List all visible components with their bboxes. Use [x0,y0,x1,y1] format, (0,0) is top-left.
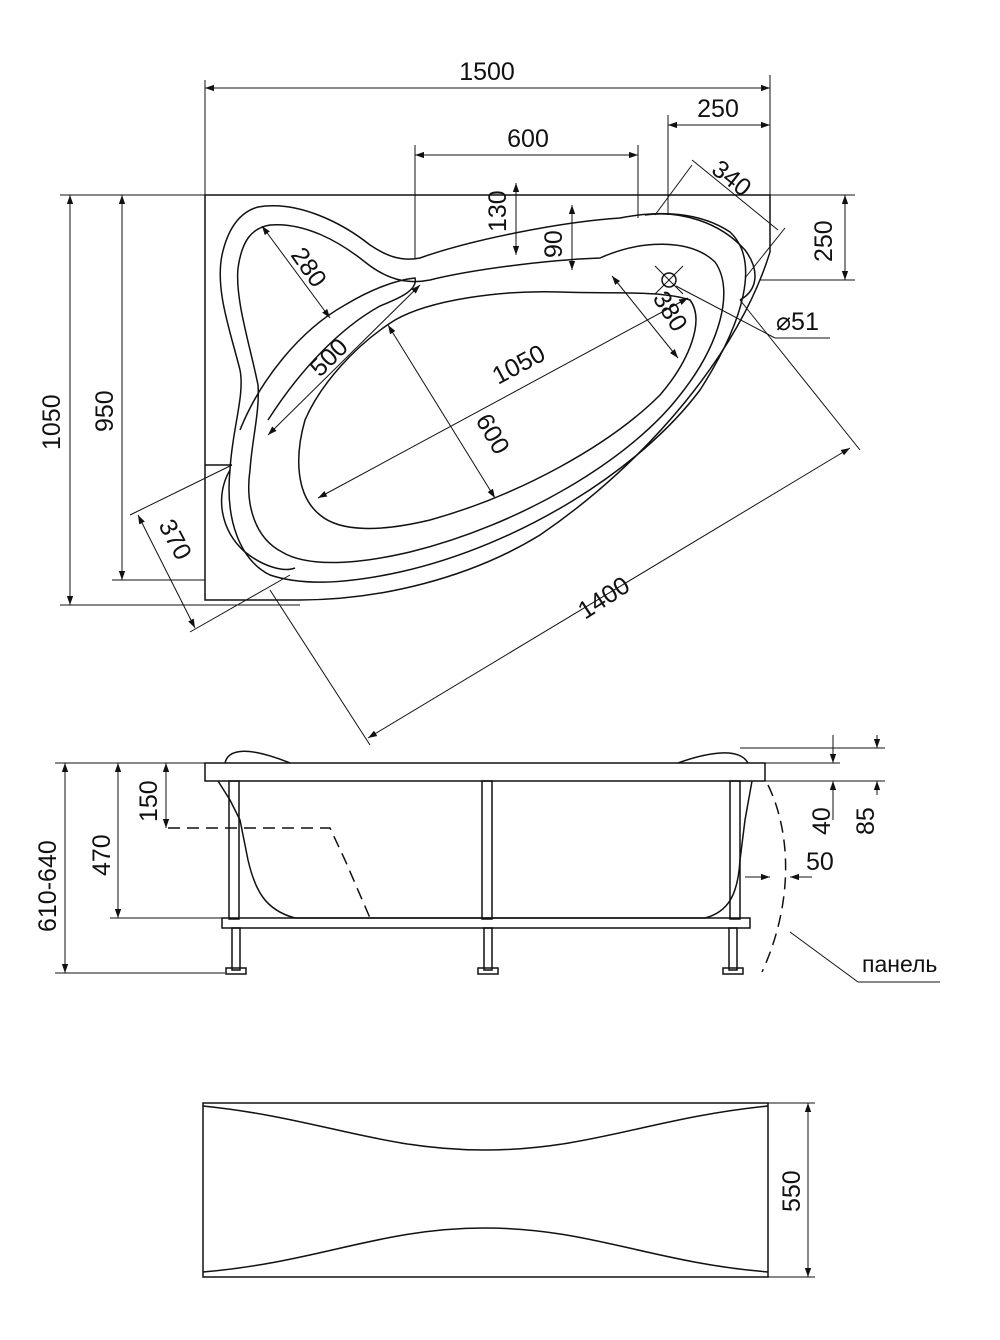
side-view: 610-640 470 150 40 85 50 панель [34,735,940,983]
dim-250-top: 250 [697,95,739,123]
front-panel [202,1102,769,1278]
dim-550: 550 [778,1170,806,1212]
panel-label: панель [862,951,937,977]
foot-left [231,927,241,971]
inner-bowl [298,291,697,530]
foot-right [728,927,738,971]
dim-600-seat: 600 [507,125,549,153]
panel-view: 550 [202,1102,815,1278]
panel-curve-bottom [202,1227,769,1273]
dim-1050-bowl: 1050 [488,339,550,390]
frame-leg-right [729,780,741,920]
frame-leg-mid [481,780,493,920]
dim-950: 950 [91,390,119,432]
dim-470: 470 [88,834,116,876]
dim-1050-depth: 1050 [38,394,66,450]
seat-dashed [168,827,371,919]
dim-1500: 1500 [459,58,515,86]
dim-500: 500 [304,333,353,382]
dim-40: 40 [808,807,836,835]
dim-610-640: 610-640 [34,840,62,932]
tub-body [217,780,753,919]
right-headrest [644,213,756,301]
headrest-left-side [224,750,291,764]
panel-dashed [761,784,787,973]
dim-250-right: 250 [810,220,838,262]
headrest-right-side [677,752,749,764]
dim-600-bowl: 600 [470,409,515,459]
rim-top [204,762,766,782]
corner-element [220,469,296,571]
foot-mid [483,927,493,971]
frame-leg-left [228,780,240,920]
top-view: 1500 250 600 340 250 130 90 1050 950 [38,58,861,746]
dim-1400: 1400 [573,571,635,625]
dim-150: 150 [135,780,163,822]
dim-drain-diameter: ⌀51 [776,308,819,336]
dim-90: 90 [540,230,568,258]
dim-130: 130 [484,190,512,232]
dim-50: 50 [806,848,834,876]
dim-280: 280 [285,242,332,292]
dim-85: 85 [852,807,880,835]
panel-curve-top [202,1105,769,1151]
